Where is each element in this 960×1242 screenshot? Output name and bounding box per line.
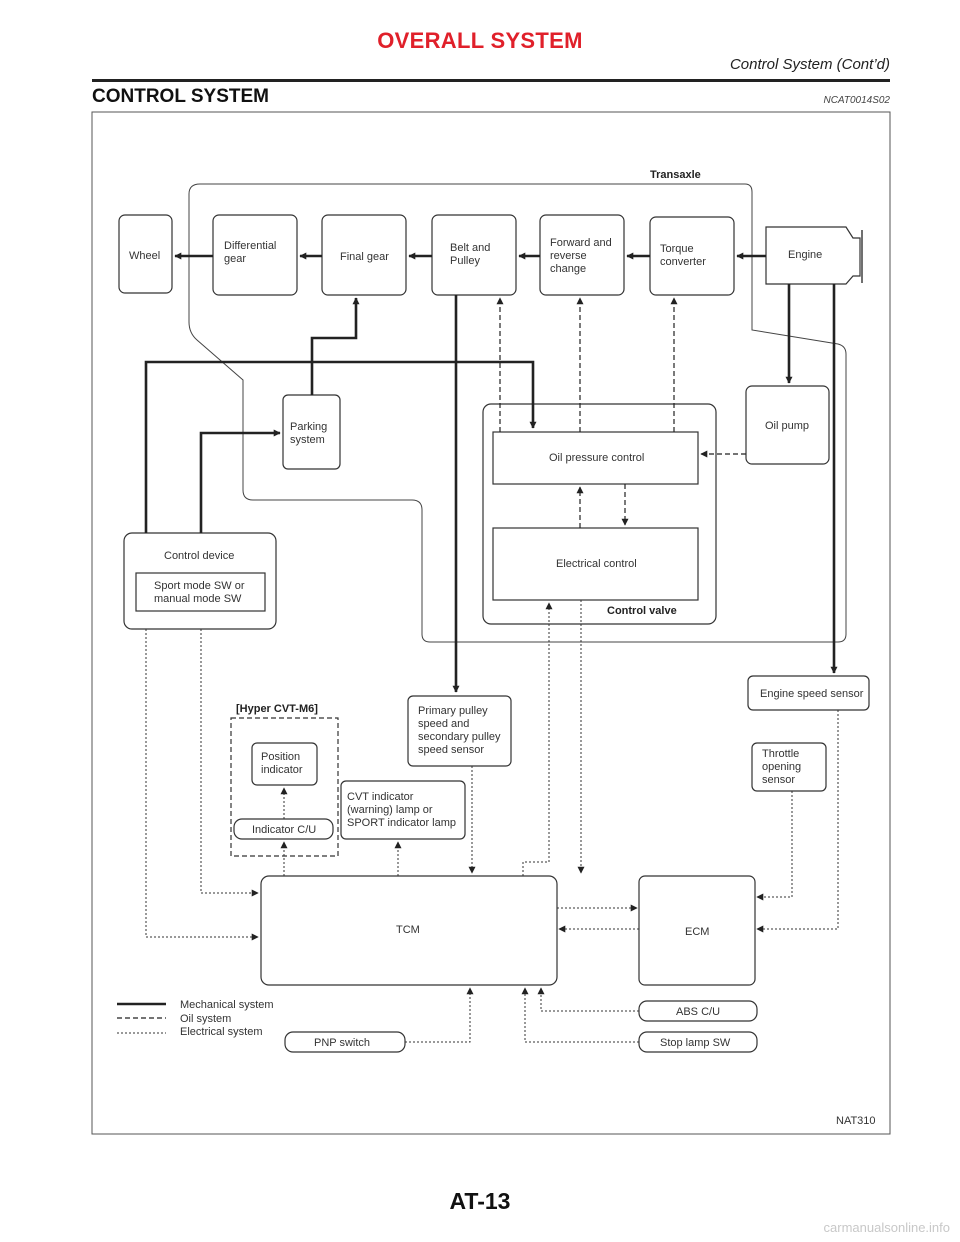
node-pulley-speed-sensor: Primary pulley speed and secondary pulle…: [407, 695, 512, 767]
node-tcm: TCM: [260, 875, 558, 986]
transaxle-label: Transaxle: [650, 169, 701, 181]
node-tcm-text: TCM: [396, 924, 420, 936]
node-stop-lamp-text: Stop lamp SW: [660, 1037, 731, 1049]
section-code: NCAT0014S02: [823, 95, 890, 106]
legend-oil-label: Oil system: [180, 1013, 231, 1025]
control-valve-boundary: [482, 403, 717, 625]
node-control-device: Control device Sport mode SW or manual m…: [123, 532, 277, 630]
page-number: AT-13: [449, 1188, 511, 1214]
node-electrical-control: Electrical control: [492, 527, 699, 601]
page-header-subtitle: Control System (Cont’d): [729, 56, 890, 73]
legend-electrical-label: Electrical system: [180, 1026, 263, 1038]
node-parking-system: Parking system: [282, 394, 341, 470]
node-ecm-text: ECM: [685, 926, 709, 938]
node-wheel: Wheel: [118, 214, 173, 294]
legend: Mechanical system Oil system Electrical …: [117, 999, 274, 1038]
node-engine: Engine: [765, 226, 863, 285]
node-pulley-line3: secondary pulley: [418, 731, 501, 743]
node-pulley-line1: Primary pulley: [418, 705, 488, 717]
node-torque-line2: converter: [660, 256, 706, 268]
node-pulley-line2: speed and: [418, 718, 469, 730]
node-wheel-text: Wheel: [129, 250, 160, 262]
node-torque-line1: Torque: [660, 243, 694, 255]
transaxle-boundary: [188, 183, 847, 643]
watermark: carmanualsonline.info: [823, 1220, 950, 1235]
node-control-device-text: Control device: [164, 550, 234, 562]
oil-links: [496, 297, 746, 528]
node-cvt-indicator: CVT indicator (warning) lamp or SPORT in…: [340, 780, 466, 840]
node-pulley-line4: speed sensor: [418, 744, 484, 756]
node-sport-line1: Sport mode SW or: [154, 580, 245, 592]
control-valve-label: Control valve: [607, 605, 677, 617]
node-forward-reverse: Forward and reverse change: [539, 214, 625, 296]
node-differential-gear: Differential gear: [212, 214, 298, 296]
node-abs-text: ABS C/U: [676, 1006, 720, 1018]
node-differential-line1: Differential: [224, 240, 276, 252]
node-final-gear: Final gear: [321, 214, 407, 296]
node-position-line2: indicator: [261, 764, 303, 776]
electrical-links: [145, 600, 839, 1043]
node-position-line1: Position: [261, 751, 300, 763]
node-oil-pressure-control: Oil pressure control: [492, 431, 699, 485]
node-oil-pressure-text: Oil pressure control: [549, 452, 644, 464]
mechanical-links: [144, 252, 838, 693]
node-throttle-line3: sensor: [762, 774, 795, 786]
section-title: CONTROL SYSTEM: [92, 86, 269, 107]
node-throttle-line2: opening: [762, 761, 801, 773]
node-torque-converter: Torque converter: [649, 216, 735, 296]
node-belt-line2: Pulley: [450, 255, 480, 267]
node-oil-pump-text: Oil pump: [765, 420, 809, 432]
header-rule: [92, 79, 890, 82]
node-sport-line2: manual mode SW: [154, 593, 242, 605]
page-header-title: OVERALL SYSTEM: [377, 28, 583, 53]
node-cvt-line3: SPORT indicator lamp: [347, 817, 456, 829]
node-cvt-line2: (warning) lamp or: [347, 804, 433, 816]
node-pnp-switch: PNP switch: [284, 1031, 406, 1053]
figure-id: NAT310: [836, 1115, 876, 1127]
node-electrical-text: Electrical control: [556, 558, 637, 570]
node-belt-pulley: Belt and Pulley: [431, 214, 517, 296]
node-forward-line1: Forward and: [550, 237, 612, 249]
node-throttle-line1: Throttle: [762, 748, 799, 760]
node-indicator-cu-text: Indicator C/U: [252, 824, 316, 836]
node-position-indicator: Position indicator: [251, 742, 318, 786]
node-throttle-sensor: Throttle opening sensor: [751, 742, 827, 792]
hyper-cvt-label: [Hyper CVT-M6]: [236, 703, 318, 715]
node-ecm: ECM: [638, 875, 756, 986]
node-pnp-text: PNP switch: [314, 1037, 370, 1049]
node-parking-line2: system: [290, 434, 325, 446]
node-forward-line2: reverse: [550, 250, 587, 262]
node-abs-cu: ABS C/U: [638, 1000, 758, 1022]
node-final-gear-text: Final gear: [340, 251, 389, 263]
node-engine-speed-sensor: Engine speed sensor: [747, 675, 870, 711]
node-stop-lamp-sw: Stop lamp SW: [638, 1031, 758, 1053]
node-parking-line1: Parking: [290, 421, 327, 433]
node-engine-speed-text: Engine speed sensor: [760, 688, 864, 700]
diagram-frame: [91, 111, 891, 1135]
node-belt-line1: Belt and: [450, 242, 490, 254]
node-differential-line2: gear: [224, 253, 246, 265]
node-indicator-cu: Indicator C/U: [233, 818, 334, 840]
node-engine-text: Engine: [788, 249, 822, 261]
node-oil-pump: Oil pump: [745, 385, 830, 465]
node-forward-line3: change: [550, 263, 586, 275]
node-cvt-line1: CVT indicator: [347, 791, 414, 803]
legend-mechanical-label: Mechanical system: [180, 999, 274, 1011]
